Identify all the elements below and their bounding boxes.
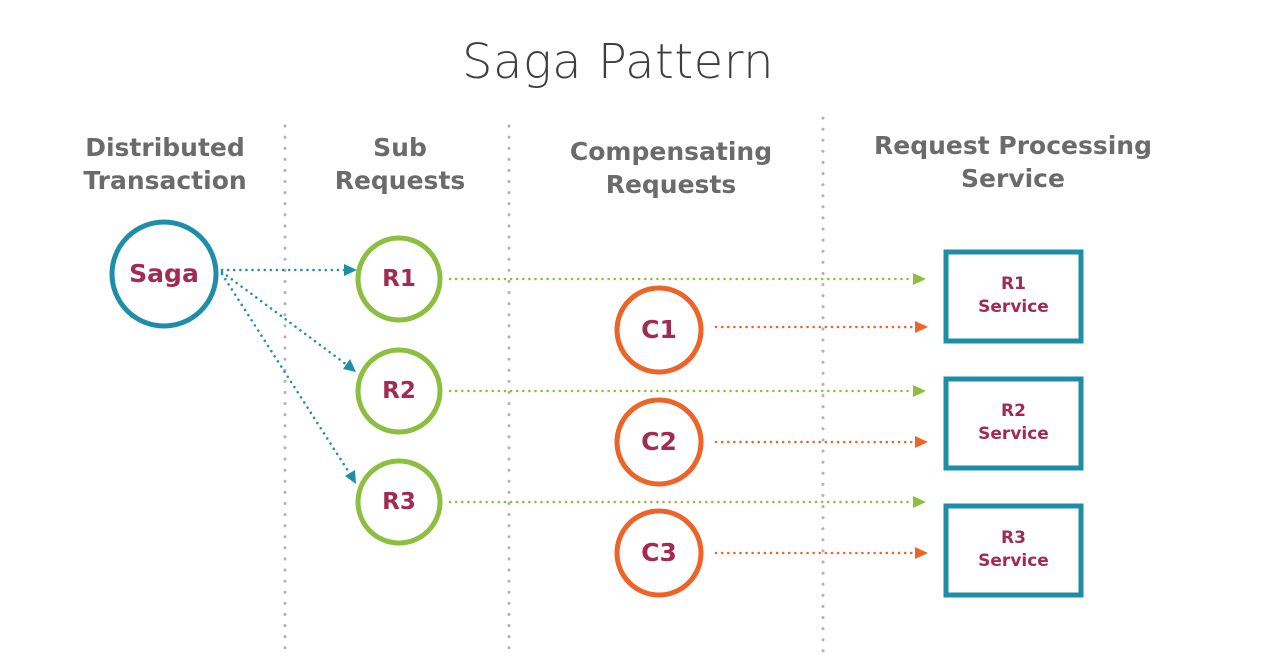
r2-service-label: R2 Service bbox=[946, 400, 1081, 446]
saga-to-r1-arrowhead bbox=[344, 264, 357, 276]
column-header-line: Requests bbox=[334, 166, 466, 195]
column-header-line: Requests bbox=[605, 170, 737, 199]
r2-node bbox=[355, 347, 443, 435]
r3-to-service-arrowhead bbox=[913, 496, 926, 508]
column-header-compensating-requests: Compensating Requests bbox=[540, 135, 802, 201]
r1-to-service-arrowhead bbox=[913, 273, 926, 285]
service-label-line: R3 bbox=[1001, 528, 1026, 548]
column-header-line: Sub bbox=[373, 133, 427, 162]
c1-node bbox=[614, 285, 704, 375]
c2-node bbox=[614, 397, 704, 487]
c1-label: C1 bbox=[641, 315, 677, 344]
r3-service-box bbox=[943, 503, 1084, 598]
r3-service-label: R3 Service bbox=[946, 527, 1081, 573]
service-label-line: Service bbox=[978, 424, 1049, 444]
c3-node bbox=[614, 508, 704, 598]
c2-label: C2 bbox=[641, 427, 677, 456]
r1-service-box bbox=[943, 249, 1084, 344]
column-header-distributed-transaction: Distributed Transaction bbox=[60, 131, 270, 197]
column-header-request-processing-service: Request Processing Service bbox=[850, 129, 1176, 195]
service-label-line: Service bbox=[978, 551, 1049, 571]
c3-to-service-arrowhead bbox=[915, 547, 928, 559]
service-label-line: R2 bbox=[1001, 401, 1026, 421]
saga-to-r2-arrowhead bbox=[343, 359, 356, 372]
saga-node bbox=[109, 219, 219, 329]
saga-label: Saga bbox=[129, 259, 199, 288]
r2-to-service-arrowhead bbox=[913, 385, 926, 397]
c3-label: C3 bbox=[641, 538, 677, 567]
column-header-sub-requests: Sub Requests bbox=[300, 131, 500, 197]
saga-to-r2-arrow bbox=[220, 270, 349, 367]
service-label-line: R1 bbox=[1001, 274, 1026, 294]
r3-node bbox=[355, 458, 443, 546]
r3-label: R3 bbox=[382, 489, 416, 515]
column-header-line: Service bbox=[961, 164, 1065, 193]
column-header-line: Request Processing bbox=[873, 131, 1152, 160]
r1-label: R1 bbox=[382, 266, 416, 292]
diagram-title: Saga Pattern bbox=[461, 34, 775, 90]
column-header-line: Distributed bbox=[85, 133, 245, 162]
r2-label: R2 bbox=[382, 378, 416, 404]
c1-to-service-arrowhead bbox=[915, 321, 928, 333]
r1-node bbox=[355, 235, 443, 323]
saga-to-r3-arrowhead bbox=[345, 470, 356, 484]
column-header-line: Transaction bbox=[83, 166, 247, 195]
c2-to-service-arrowhead bbox=[915, 436, 928, 448]
r2-service-box bbox=[943, 376, 1084, 471]
service-label-line: Service bbox=[978, 297, 1049, 317]
r1-service-label: R1 Service bbox=[946, 273, 1081, 319]
column-header-line: Compensating bbox=[569, 137, 773, 166]
